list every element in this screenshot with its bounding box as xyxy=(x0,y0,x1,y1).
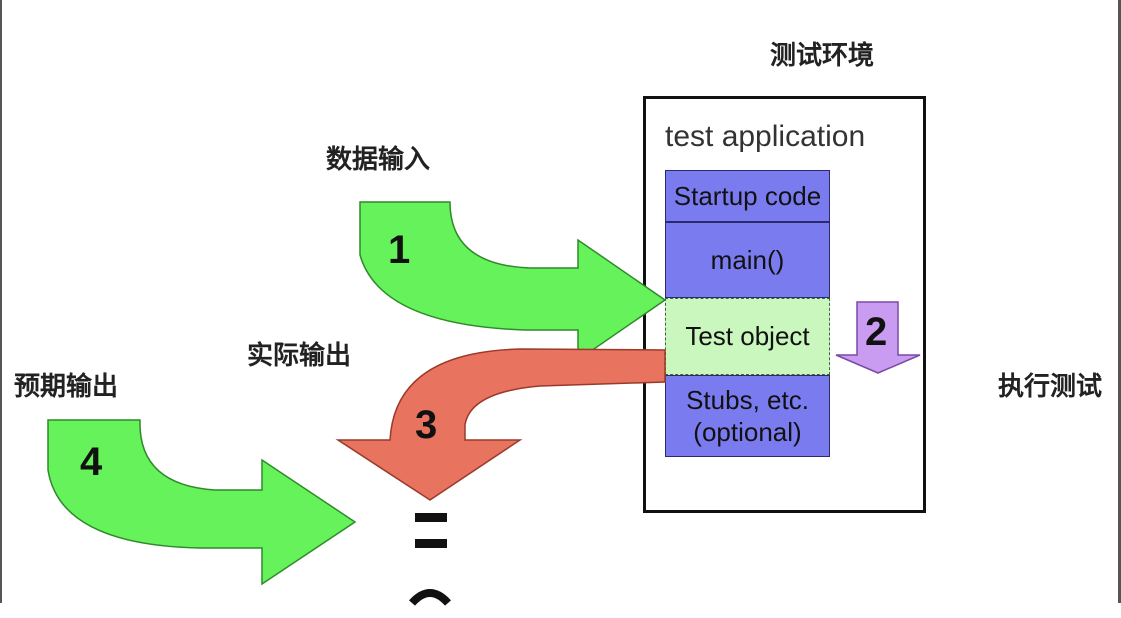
arrow-2-number: 2 xyxy=(865,310,888,354)
arrow-3-shape xyxy=(335,348,666,501)
left-frame-edge xyxy=(0,0,2,603)
arrow-2-execute-test xyxy=(835,301,921,374)
test-application-title: test application xyxy=(665,120,866,153)
startup-code-cell: Startup code xyxy=(665,170,830,222)
partial-bottom-symbol xyxy=(409,589,451,606)
env-label: 测试环境 xyxy=(770,41,875,71)
actual-output-label: 实际输出 xyxy=(247,341,352,371)
execute-test-label: 执行测试 xyxy=(998,372,1103,402)
arrow-4-number: 4 xyxy=(80,440,103,484)
arrow-4-expected-output xyxy=(47,419,357,586)
data-input-label: 数据输入 xyxy=(326,145,431,175)
arrow-1-number: 1 xyxy=(388,228,411,272)
arrow-3-number: 3 xyxy=(415,403,438,447)
arrow-2-shape xyxy=(835,301,921,374)
stubs-cell: Stubs, etc. (optional) xyxy=(665,375,830,457)
arrow-4-shape xyxy=(47,419,357,586)
test-object-cell: Test object xyxy=(665,298,830,375)
main-cell: main() xyxy=(665,222,830,298)
arrow-1-data-input xyxy=(359,201,667,362)
arrow-1-shape xyxy=(359,201,667,362)
right-frame-edge xyxy=(1118,0,1121,603)
arrow-3-actual-output xyxy=(335,348,666,501)
expected-output-label: 预期输出 xyxy=(14,372,119,402)
equals-sign xyxy=(415,513,447,548)
